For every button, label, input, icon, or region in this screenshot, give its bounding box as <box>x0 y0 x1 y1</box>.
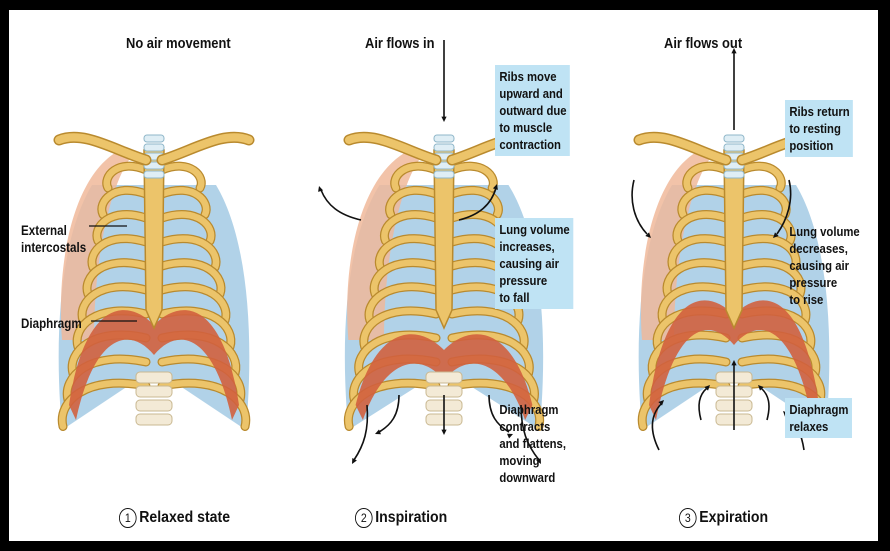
rib-arrow-left <box>321 190 361 220</box>
step-label-relaxed: 1 Relaxed state <box>119 508 230 528</box>
vertebra-top <box>434 135 454 142</box>
step-number-3: 3 <box>679 508 697 528</box>
callout-ribs-return: Ribs return to resting position <box>785 100 853 157</box>
diaphragm-arrow-4 <box>761 388 769 420</box>
step-label-expiration: 3 Expiration <box>679 508 768 528</box>
leader-lines <box>9 10 299 541</box>
callout-diaphragm-relaxes: Diaphragm relaxes <box>785 398 852 438</box>
vertebra-top <box>434 144 454 151</box>
panel-inspiration: Air flows in Ribs move upward and outwar… <box>299 10 589 541</box>
panel-expiration: Air flows out Ribs return to resting pos… <box>589 10 878 541</box>
vertebra-top <box>434 171 454 178</box>
step-title-inspiration: Inspiration <box>375 509 447 527</box>
rib-arrow-left <box>632 180 647 234</box>
callout-ribs-move: Ribs move upward and outward due to musc… <box>495 65 570 156</box>
vertebra-lumbar <box>426 372 462 383</box>
step-label-inspiration: 2 Inspiration <box>355 508 447 528</box>
rib-arrow-left-head <box>318 186 323 192</box>
diaphragm-arrow-3-head <box>441 430 446 435</box>
vertebra-top <box>724 135 744 142</box>
step-number-1: 1 <box>119 508 137 528</box>
step-title-relaxed: Relaxed state <box>139 509 230 527</box>
callout-diaphragm-contracts: Diaphragm contracts and flattens, moving… <box>495 398 569 489</box>
panel-relaxed: No air movement External intercostals Di… <box>9 10 299 541</box>
step-title-expiration: Expiration <box>699 509 768 527</box>
vertebra-top <box>724 144 744 151</box>
step-number-2: 2 <box>355 508 373 528</box>
air-out-arrow-head <box>731 48 736 53</box>
air-in-arrow-head <box>441 117 446 122</box>
diagram-frame: No air movement External intercostals Di… <box>9 10 878 541</box>
vertebra-top <box>724 171 744 178</box>
callout-lung-volume-increases: Lung volume increases, causing air press… <box>495 218 573 309</box>
diaphragm-arrow-2 <box>699 388 707 420</box>
callout-lung-volume-decreases: Lung volume decreases, causing air press… <box>785 220 863 311</box>
